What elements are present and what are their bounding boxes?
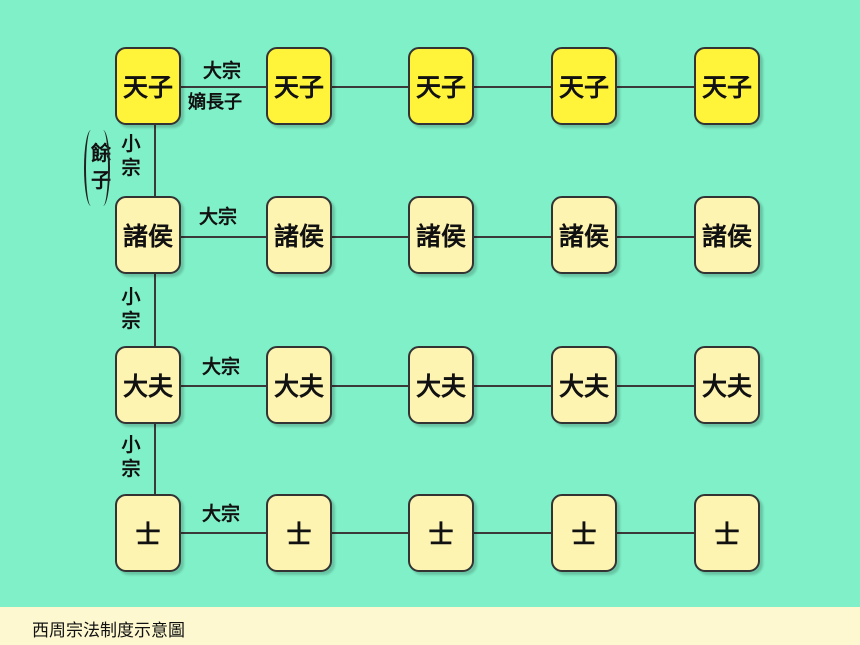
node-scholar-2: 士 xyxy=(266,494,332,572)
link-label-emperor: 大宗 xyxy=(203,60,242,82)
side-label-open-paren xyxy=(84,130,98,206)
node-emperor-4: 天子 xyxy=(551,47,617,125)
node-minister-3: 大夫 xyxy=(408,346,474,424)
node-minister-2: 大夫 xyxy=(266,346,332,424)
node-emperor-1: 天子 xyxy=(115,47,181,125)
node-scholar-4: 士 xyxy=(551,494,617,572)
node-feudal-lord-4: 諸侯 xyxy=(551,196,617,274)
diagram-caption: 西周宗法制度示意圖 xyxy=(32,621,185,641)
node-scholar-5: 士 xyxy=(694,494,760,572)
lineage-diagram: 天子 天子 天子 天子 天子 諸侯 諸侯 諸侯 諸侯 諸侯 大夫 大夫 大夫 大… xyxy=(84,47,760,572)
trunk-connector xyxy=(154,125,156,495)
node-minister-1: 大夫 xyxy=(115,346,181,424)
vertical-link-label-3: 小宗 xyxy=(121,434,141,480)
vertical-link-label-2: 小宗 xyxy=(121,286,141,332)
node-minister-4: 大夫 xyxy=(551,346,617,424)
side-label-close-paren xyxy=(96,130,110,206)
node-feudal-lord-1: 諸侯 xyxy=(115,196,181,274)
node-minister-5: 大夫 xyxy=(694,346,760,424)
side-label-yuzi: 餘子 xyxy=(91,141,111,192)
link-label-scholar: 大宗 xyxy=(202,503,241,525)
node-scholar-3: 士 xyxy=(408,494,474,572)
caption-bar: 西周宗法制度示意圖 xyxy=(0,607,860,645)
node-emperor-2: 天子 xyxy=(266,47,332,125)
node-emperor-3: 天子 xyxy=(408,47,474,125)
node-feudal-lord-2: 諸侯 xyxy=(266,196,332,274)
link-label-minister: 大宗 xyxy=(202,356,241,378)
link-sublabel-emperor: 嫡長子 xyxy=(188,92,242,113)
node-emperor-5: 天子 xyxy=(694,47,760,125)
node-feudal-lord-5: 諸侯 xyxy=(694,196,760,274)
vertical-link-label-1: 小宗 xyxy=(121,133,141,179)
node-feudal-lord-3: 諸侯 xyxy=(408,196,474,274)
node-scholar-1: 士 xyxy=(115,494,181,572)
link-label-feudal-lord: 大宗 xyxy=(199,206,238,228)
